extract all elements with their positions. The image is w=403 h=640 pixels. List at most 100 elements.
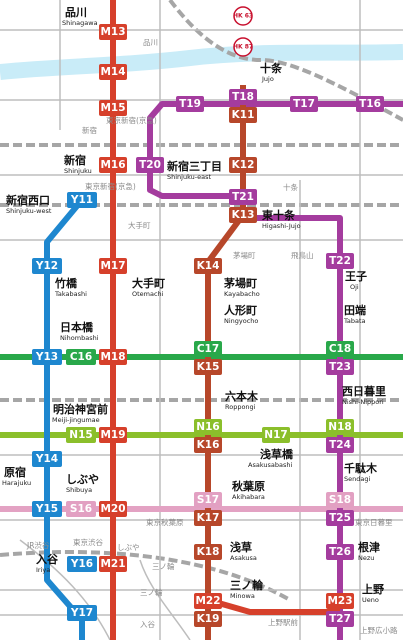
svg-text:浅草: 浅草 (230, 540, 252, 554)
svg-text:Akihabara: Akihabara (232, 493, 265, 501)
station-code-m18[interactable]: M18 (99, 349, 127, 365)
station-code-t27[interactable]: T27 (326, 611, 354, 627)
station-code-m17[interactable]: M17 (99, 258, 127, 274)
svg-text:日本橋: 日本橋 (60, 320, 94, 334)
station-code-y17[interactable]: Y17 (67, 605, 97, 621)
station-code-c17[interactable]: C17 (194, 341, 222, 357)
station-code-n16[interactable]: N16 (194, 419, 222, 435)
station-code-t21[interactable]: T21 (229, 189, 257, 205)
station-code-t20[interactable]: T20 (136, 157, 164, 173)
ghost-labels: 品川 新宿 東京新宿(京急) 東京新宿(京急) 大手町 飛鳥山 茅場町 十条 東… (26, 38, 398, 635)
station-code-m21[interactable]: M21 (99, 556, 127, 572)
station-code-t19[interactable]: T19 (176, 96, 204, 112)
station-code-s17[interactable]: S17 (194, 492, 222, 508)
ghost-label: 東京渋谷 (73, 537, 103, 547)
station-code-k13[interactable]: K13 (229, 207, 257, 223)
svg-text:T22: T22 (329, 255, 351, 267)
station-code-t18[interactable]: T18 (229, 89, 257, 105)
svg-text:Higashi-Jujo: Higashi-Jujo (262, 222, 301, 230)
station-code-y13[interactable]: Y13 (32, 349, 62, 365)
svg-text:新宿西口: 新宿西口 (6, 193, 50, 207)
station-code-k11[interactable]: K11 (229, 107, 257, 123)
station-code-c18[interactable]: C18 (326, 341, 354, 357)
station-code-y11[interactable]: Y11 (67, 192, 97, 208)
station-code-y16[interactable]: Y16 (67, 556, 97, 572)
svg-text:T18: T18 (232, 91, 254, 103)
station-codes: M13 M14 M15 M16 M17 M18 M19 M20 M21 M22 … (32, 24, 384, 627)
ghost-label: 飛鳥山 (291, 250, 314, 260)
station-code-t24[interactable]: T24 (326, 437, 354, 453)
svg-text:T23: T23 (329, 361, 351, 373)
station-code-y12[interactable]: Y12 (32, 258, 62, 274)
station-code-y14[interactable]: Y14 (32, 451, 62, 467)
station-code-n15[interactable]: N15 (66, 427, 96, 443)
svg-text:浅草橋: 浅草橋 (260, 447, 294, 461)
hk-badge (233, 6, 253, 26)
ghost-label: 東京新宿(京急) (85, 181, 136, 191)
station-code-c16[interactable]: C16 (66, 349, 96, 365)
station-code-k12[interactable]: K12 (229, 157, 257, 173)
station-code-m13[interactable]: M13 (99, 24, 127, 40)
svg-text:Asakusa: Asakusa (230, 554, 257, 562)
svg-text:S17: S17 (197, 494, 219, 506)
station-code-m15[interactable]: M15 (99, 100, 127, 116)
station-code-k15[interactable]: K15 (194, 359, 222, 375)
station-code-k16[interactable]: K16 (194, 437, 222, 453)
station-code-t16[interactable]: T16 (356, 96, 384, 112)
station-code-k17[interactable]: K17 (194, 510, 222, 526)
station-code-k18[interactable]: K18 (194, 544, 222, 560)
station-code-k14[interactable]: K14 (194, 258, 222, 274)
svg-text:Y14: Y14 (35, 453, 58, 465)
svg-text:K15: K15 (197, 361, 220, 373)
station-code-m23[interactable]: M23 (326, 593, 354, 609)
svg-text:M17: M17 (100, 260, 125, 272)
station-code-k19[interactable]: K19 (194, 611, 222, 627)
station-code-t17[interactable]: T17 (290, 96, 318, 112)
station-code-t22[interactable]: T22 (326, 253, 354, 269)
station-code-s16[interactable]: S16 (66, 501, 96, 517)
svg-text:しぶや: しぶや (66, 473, 99, 486)
svg-text:新宿: 新宿 (64, 153, 86, 167)
line-y (44, 198, 85, 640)
hk-badges: HK 63 HK 87 (233, 6, 253, 57)
station-code-t25[interactable]: T25 (326, 510, 354, 526)
svg-text:M13: M13 (100, 26, 125, 38)
station-code-t26[interactable]: T26 (326, 544, 354, 560)
station-code-s18[interactable]: S18 (326, 492, 354, 508)
station-code-n17[interactable]: N17 (262, 427, 290, 443)
station-code-m20[interactable]: M20 (99, 501, 127, 517)
station-code-m22[interactable]: M22 (194, 593, 222, 609)
station-code-t23[interactable]: T23 (326, 359, 354, 375)
station-code-m16[interactable]: M16 (99, 157, 127, 173)
station-code-m19[interactable]: M19 (99, 427, 127, 443)
station-code-y15[interactable]: Y15 (32, 501, 62, 517)
station-code-m14[interactable]: M14 (99, 64, 127, 80)
station-code-n18[interactable]: N18 (326, 419, 354, 435)
